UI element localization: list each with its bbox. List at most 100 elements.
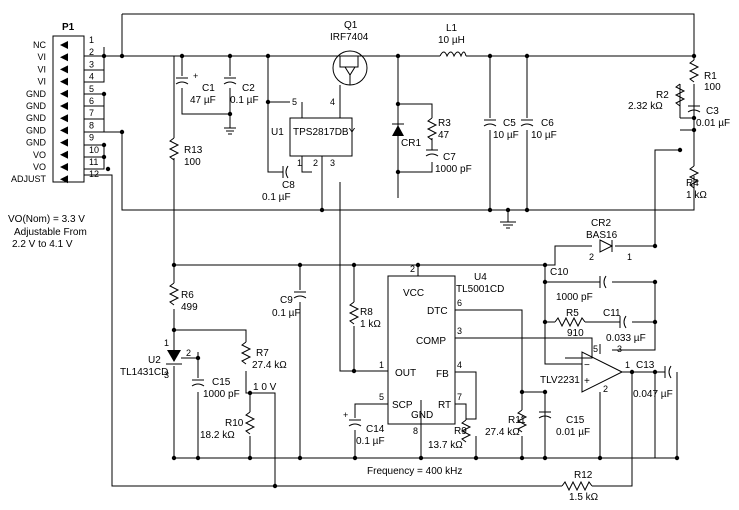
connector-pin-label: GND [26, 138, 47, 148]
junction-dot [473, 455, 479, 461]
u2-pin-label: 1 [164, 338, 169, 348]
connector-pin-number: 11 [89, 157, 98, 167]
capacitor-c6-symbol: C6 10 µF [520, 118, 557, 141]
resistor-r5-symbol: R5 910 [554, 308, 586, 339]
capacitor-c10-symbol: C10 1000 pF [550, 267, 607, 303]
junction-dot [105, 166, 111, 172]
r13-value: 100 [184, 157, 201, 168]
c8-ref: C8 [282, 180, 295, 191]
junction-dot [542, 455, 548, 461]
junction-dot [691, 127, 697, 133]
junction-dot [297, 262, 303, 268]
r8-value: 1 kΩ [360, 319, 381, 330]
capacitor-c15-left-symbol: C15 1000 pF [191, 377, 240, 400]
u4-rt: RT [438, 400, 451, 411]
r2-ref: R2 [656, 90, 669, 101]
r4-value: 1 kΩ [686, 190, 707, 201]
u1-part: TPS2817DBY [293, 127, 356, 138]
r1-ref: R1 [704, 71, 717, 82]
connector-pin-arrow [60, 126, 68, 135]
opamp-tlv2231-symbol: − + TLV2231 5 3 1 2 [540, 344, 630, 394]
u4-pin-label: 3 [457, 326, 462, 336]
u1-pin-label: 5 [292, 97, 297, 107]
connector-pin-arrow [60, 53, 68, 62]
c8-value: 0.1 µF [262, 192, 291, 203]
connector-pin-label: VI [37, 77, 46, 87]
junction-dot [247, 390, 253, 396]
junction-dot [542, 279, 548, 285]
junction-dot [487, 207, 493, 213]
r8-ref: R8 [360, 307, 373, 318]
r13-ref: R13 [184, 145, 203, 156]
junction-dot [119, 53, 125, 59]
capacitor-c3-symbol: C3 0.01 µF [687, 105, 730, 129]
c13-ref: C13 [636, 360, 655, 371]
resistor-r12-symbol: R12 1.5 kΩ [561, 470, 599, 503]
junction-dot [542, 319, 548, 325]
inductor-l1-symbol: L1 10 µH [438, 23, 467, 58]
connector-pin-number: 2 [89, 47, 94, 57]
pwm-controller-u4-symbol: U4 TL5001CD VCC OUT DTC COMP FB SCP GND … [379, 264, 504, 436]
junction-dot [179, 53, 185, 59]
r2-value: 2.32 kΩ [628, 101, 663, 112]
opamp-pin-label: 3 [617, 344, 622, 354]
q1-ref: Q1 [344, 20, 358, 31]
ground-symbol [500, 221, 516, 229]
junction-dot [652, 369, 658, 375]
c9-value: 0.1 µF [272, 308, 301, 319]
junction-dot [524, 207, 530, 213]
c1-plus: + [193, 71, 198, 81]
junction-dot [119, 129, 125, 135]
c11-value: 0.033 µF [606, 333, 646, 344]
c15b-value: 0.01 µF [556, 427, 590, 438]
l1-ref: L1 [446, 23, 458, 34]
capacitor-c14-symbol: + C14 0.1 µF [343, 410, 385, 447]
vo-nom-note: VO(Nom) = 3.3 V [8, 214, 85, 225]
c13-value: 0.047 µF [633, 389, 673, 400]
junction-dot [247, 455, 253, 461]
r5-value: 910 [567, 328, 584, 339]
r6-value: 499 [181, 302, 198, 313]
r12-value: 1.5 kΩ [569, 492, 599, 503]
connector-ref: P1 [62, 22, 75, 33]
c3-ref: C3 [706, 106, 719, 117]
connector-pin-arrow [60, 41, 68, 49]
junction-dot [227, 53, 233, 59]
r1-value: 100 [704, 82, 721, 93]
junction-dot [171, 327, 177, 333]
connector-pin-label: GND [26, 89, 47, 99]
r3-ref: R3 [438, 118, 451, 129]
c2-value: 0.1 µF [230, 95, 259, 106]
u2-part: TL1431CD [120, 367, 168, 378]
c2-ref: C2 [242, 83, 255, 94]
connector-pin-label: GND [26, 113, 47, 123]
r10-ref: R10 [225, 418, 244, 429]
mosfet-q1-symbol: Q1 IRF7404 [330, 20, 369, 86]
junction-dot [195, 355, 201, 361]
resistor-r13-symbol: R13 100 [168, 137, 203, 168]
c5-value: 10 µF [493, 130, 519, 141]
u4-pin-label: 8 [413, 426, 418, 436]
diode-cr1-symbol: CR1 [392, 123, 421, 149]
capacitor-c5-symbol: C5 10 µF [483, 118, 519, 141]
resistor-r1-symbol: R1 100 [688, 59, 721, 93]
u2-ref: U2 [148, 355, 161, 366]
junction-dot [415, 262, 421, 268]
c14-ref: C14 [366, 424, 385, 435]
opamp-plus: + [584, 376, 590, 387]
junction-dot [195, 455, 201, 461]
connector-pin-arrow [60, 77, 68, 86]
connector-pin-label: VO [33, 162, 46, 172]
connector-pin-arrow [60, 114, 68, 123]
r11-value: 27.4 kΩ [485, 427, 520, 438]
capacitor-c11-symbol: C11 0.033 µF [603, 308, 646, 344]
r12-ref: R12 [574, 470, 593, 481]
junction-dot [395, 101, 401, 107]
u4-vcc: VCC [403, 288, 424, 299]
junction-dot [524, 53, 530, 59]
capacitor-c2-symbol: C2 0.1 µF [223, 77, 259, 106]
